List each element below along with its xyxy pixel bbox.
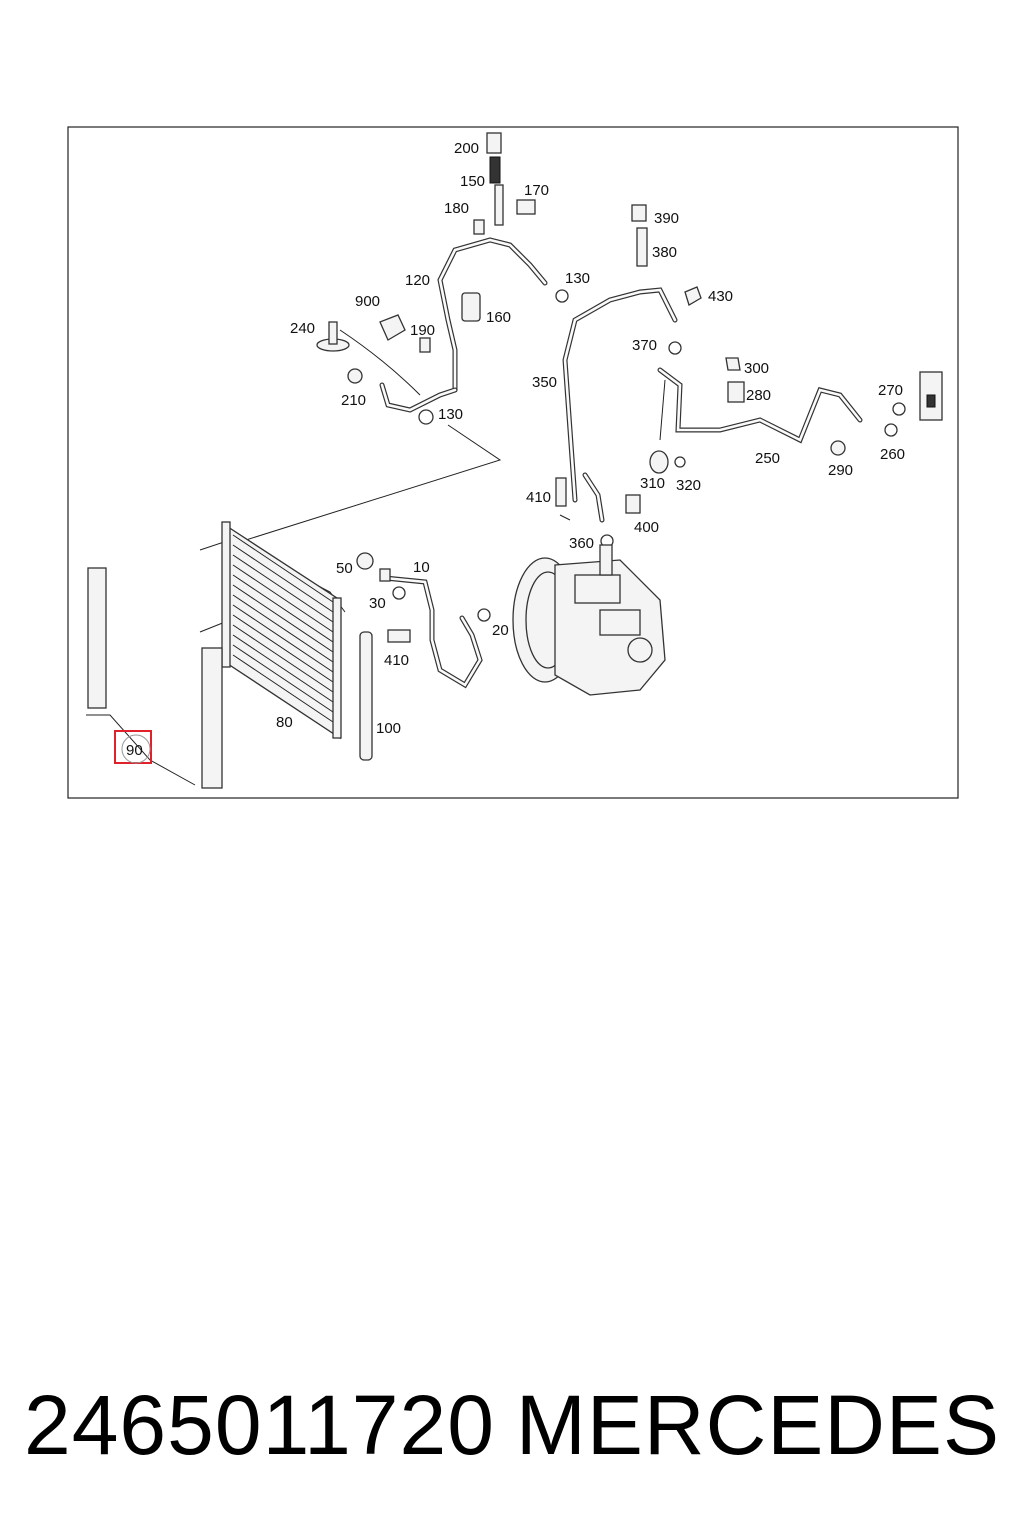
callout-900: 900 xyxy=(355,293,380,310)
refrigerant-line-250 xyxy=(657,357,943,456)
callout-130-lower: 130 xyxy=(438,406,463,423)
callout-260: 260 xyxy=(880,446,905,463)
side-brackets xyxy=(87,567,223,789)
callout-150: 150 xyxy=(460,173,485,190)
refrigerant-line-120 xyxy=(418,237,569,425)
callout-20: 20 xyxy=(492,622,509,639)
brand-name: MERCEDES xyxy=(515,1377,1000,1472)
parts-diagram: 200 150 170 180 120 130 390 380 430 900 … xyxy=(67,126,959,799)
callout-120: 120 xyxy=(405,272,430,289)
refrigerant-line-350 xyxy=(562,204,702,503)
footer: 2465011720 MERCEDES xyxy=(0,1370,1024,1480)
part-number: 2465011720 xyxy=(24,1377,495,1472)
callout-10: 10 xyxy=(413,559,430,576)
callout-320: 320 xyxy=(676,477,701,494)
receiver-dryer xyxy=(359,631,373,761)
callout-circle xyxy=(121,734,151,764)
ac-compressor xyxy=(512,544,666,696)
condenser xyxy=(221,521,342,740)
callout-160: 160 xyxy=(486,309,511,326)
suction-hose-210 xyxy=(316,314,458,413)
callout-labels: 200 150 170 180 120 130 390 380 430 900 … xyxy=(276,140,905,737)
callout-410-upper: 410 xyxy=(526,489,551,506)
callout-270: 270 xyxy=(878,382,903,399)
callout-380: 380 xyxy=(652,244,677,261)
callout-130-upper: 130 xyxy=(565,270,590,287)
callout-400: 400 xyxy=(634,519,659,536)
callout-210: 210 xyxy=(341,392,366,409)
callout-290: 290 xyxy=(828,462,853,479)
callout-100: 100 xyxy=(376,720,401,737)
callout-300: 300 xyxy=(744,360,769,377)
callout-180: 180 xyxy=(444,200,469,217)
refrigerant-line-10 xyxy=(356,552,491,689)
callout-350: 350 xyxy=(532,374,557,391)
callout-80: 80 xyxy=(276,714,293,731)
callout-240: 240 xyxy=(290,320,315,337)
callout-250: 250 xyxy=(755,450,780,467)
callout-430: 430 xyxy=(708,288,733,305)
callout-30: 30 xyxy=(369,595,386,612)
callout-370: 370 xyxy=(632,337,657,354)
callout-280: 280 xyxy=(746,387,771,404)
callout-360: 360 xyxy=(569,535,594,552)
discharge-line xyxy=(555,379,686,548)
callout-200: 200 xyxy=(454,140,479,157)
callout-190: 190 xyxy=(410,322,435,339)
pressure-switch-assembly xyxy=(473,132,536,235)
callout-170: 170 xyxy=(524,182,549,199)
highlighted-callout-90[interactable]: 90 xyxy=(114,730,152,764)
callout-410-lower: 410 xyxy=(384,652,409,669)
callout-90: 90 xyxy=(126,742,143,759)
callout-310: 310 xyxy=(640,475,665,492)
callout-390: 390 xyxy=(654,210,679,227)
callout-50: 50 xyxy=(336,560,353,577)
